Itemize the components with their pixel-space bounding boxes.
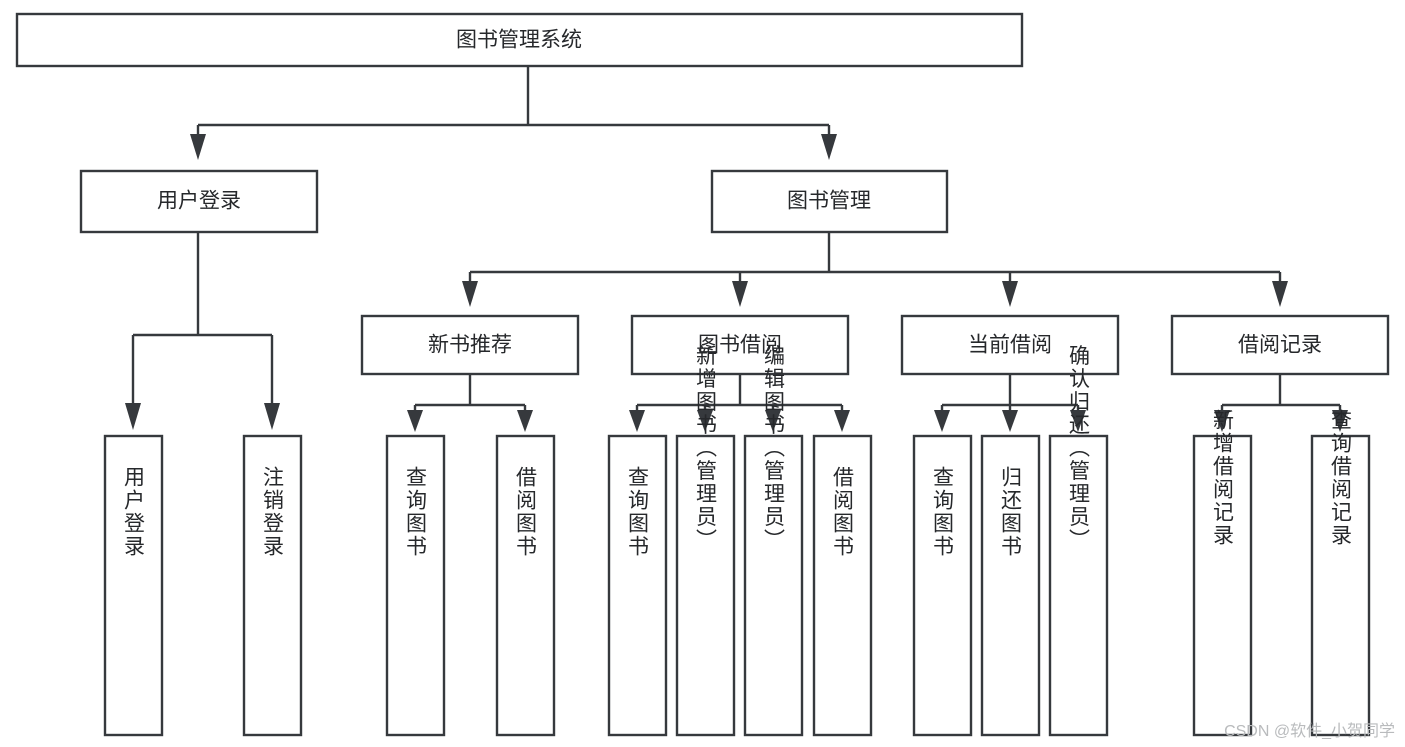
leaf-newbook-query[interactable]: 查询图书 [385, 434, 446, 737]
leaf-box[interactable] [495, 434, 556, 737]
connector-group-root [190, 66, 837, 160]
leaf-label: 注销登录 [261, 466, 285, 558]
node-root-box[interactable] [15, 12, 1024, 68]
leaf-label: 借阅图书 [514, 466, 538, 558]
leaf-borrow-edit-book[interactable]: 编辑图书（管理员） [743, 345, 804, 737]
node-new-book-recommend-box[interactable] [360, 314, 580, 376]
leaf-borrow-add-book[interactable]: 新增图书（管理员） [675, 345, 736, 737]
arrow-head-icon [1272, 281, 1288, 307]
leaf-label: 查询图书 [404, 466, 428, 558]
arrow-head-icon [125, 403, 141, 430]
leaf-box[interactable] [385, 434, 446, 737]
leaf-box[interactable] [1192, 434, 1253, 737]
leaf-label: 归还图书 [999, 466, 1023, 558]
leaf-record-add[interactable]: 新增借阅记录 [1192, 409, 1253, 737]
node-book-borrow[interactable]: 图书借阅 [630, 314, 850, 376]
node-new-book-recommend-label: 新书推荐 [428, 334, 512, 357]
connector-group-user-login [125, 232, 280, 430]
leaf-box[interactable] [980, 434, 1041, 737]
arrow-head-icon [1332, 410, 1348, 432]
connector-group-borrow [629, 374, 850, 432]
node-root-label: 图书管理系统 [456, 29, 582, 52]
leaf-label: 确认归还（管理员） [1067, 345, 1091, 552]
leaf-box[interactable] [1310, 434, 1371, 737]
leaf-current-return[interactable]: 归还图书 [980, 434, 1041, 737]
arrow-head-icon [821, 134, 837, 160]
arrow-head-icon [834, 410, 850, 432]
node-borrow-record-box[interactable] [1170, 314, 1390, 376]
connector-group-new-book [407, 374, 533, 432]
node-book-management-label: 图书管理 [787, 190, 871, 213]
arrow-head-icon [264, 403, 280, 430]
arrow-head-icon [1002, 410, 1018, 432]
arrow-head-icon [1070, 410, 1086, 432]
arrow-head-icon [1002, 281, 1018, 307]
node-root[interactable]: 图书管理系统 [15, 12, 1024, 68]
leaf-record-query[interactable]: 查询借阅记录 [1310, 409, 1371, 737]
arrow-head-icon [1214, 410, 1230, 432]
leaf-borrow-borrow-book[interactable]: 借阅图书 [812, 434, 873, 737]
node-borrow-record-label: 借阅记录 [1238, 334, 1322, 357]
leaf-box[interactable] [912, 434, 973, 737]
leaf-label: 新增图书（管理员） [694, 345, 718, 552]
leaf-user-logout[interactable]: 注销登录 [242, 434, 303, 737]
leaf-current-confirm-return[interactable]: 确认归还（管理员） [1048, 345, 1109, 737]
leaf-label: 编辑图书（管理员） [762, 345, 786, 552]
leaf-current-query[interactable]: 查询图书 [912, 434, 973, 737]
arrow-head-icon [190, 134, 206, 160]
leaf-box[interactable] [1048, 434, 1109, 737]
leaf-borrow-query[interactable]: 查询图书 [607, 434, 668, 737]
arrow-head-icon [629, 410, 645, 432]
arrow-head-icon [407, 410, 423, 432]
leaf-box[interactable] [743, 434, 804, 737]
node-book-borrow-label: 图书借阅 [698, 334, 782, 357]
leaf-box[interactable] [103, 434, 164, 737]
leaf-box[interactable] [607, 434, 668, 737]
node-book-management-box[interactable] [710, 169, 949, 234]
node-user-login-box[interactable] [79, 169, 319, 234]
node-current-borrow-box[interactable] [900, 314, 1120, 376]
leaf-label: 查询借阅记录 [1329, 409, 1353, 547]
node-book-management[interactable]: 图书管理 [710, 169, 949, 234]
connector-group-current [934, 374, 1086, 432]
node-current-borrow[interactable]: 当前借阅 [900, 314, 1120, 376]
leaf-label: 借阅图书 [831, 466, 855, 558]
node-user-login-label: 用户登录 [157, 190, 241, 213]
leaf-label: 用户登录 [122, 466, 146, 558]
node-user-login[interactable]: 用户登录 [79, 169, 319, 234]
leaf-box[interactable] [675, 434, 736, 737]
arrow-head-icon [934, 410, 950, 432]
connector-group-book-mgmt [462, 232, 1288, 307]
leaf-user-login-1[interactable]: 用户登录 [103, 434, 164, 737]
arrow-head-icon [765, 410, 781, 432]
node-borrow-record[interactable]: 借阅记录 [1170, 314, 1390, 376]
leaf-box[interactable] [242, 434, 303, 737]
arrow-head-icon [517, 410, 533, 432]
leaf-label: 新增借阅记录 [1211, 409, 1235, 547]
leaf-label: 查询图书 [626, 466, 650, 558]
node-current-borrow-label: 当前借阅 [968, 334, 1052, 357]
arrow-head-icon [732, 281, 748, 307]
connector-group-record [1214, 374, 1348, 432]
leaf-newbook-borrow[interactable]: 借阅图书 [495, 434, 556, 737]
arrow-head-icon [462, 281, 478, 307]
node-book-borrow-box[interactable] [630, 314, 850, 376]
arrow-head-icon [697, 410, 713, 432]
leaf-label: 查询图书 [931, 466, 955, 558]
node-new-book-recommend[interactable]: 新书推荐 [360, 314, 580, 376]
leaf-box[interactable] [812, 434, 873, 737]
